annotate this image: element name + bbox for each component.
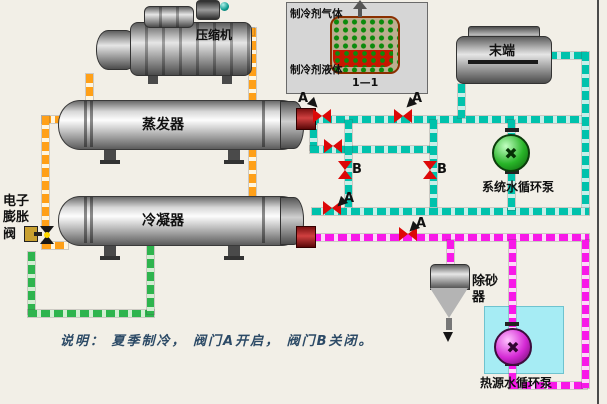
- evaporator-flange-ring: [90, 101, 93, 147]
- valve-b-2-icon: [423, 161, 437, 179]
- valve-tag-a5: A: [416, 216, 427, 231]
- expansion-valve-indicator-icon: [44, 232, 50, 238]
- evaporator-flange-ring: [262, 101, 265, 147]
- sand-remover-cone: [430, 288, 468, 318]
- valve-tag-a2: A: [412, 91, 423, 106]
- pipe-green-condenser-riser: [147, 246, 154, 314]
- pipe-hot-water-main: [312, 234, 589, 241]
- inset-gas-label: 制冷剂气体: [290, 8, 343, 20]
- condenser-label: 冷凝器: [142, 213, 184, 229]
- valve-a-4-icon: [323, 201, 341, 215]
- sand-remover-label: 除砂器: [472, 274, 499, 306]
- condenser-foot: [224, 256, 244, 260]
- inset-section-label: 1—1: [352, 76, 379, 89]
- expansion-valve-label: 电子膨胀阀: [3, 194, 30, 242]
- pipe-refrigerant-to-condenser: [249, 148, 256, 196]
- valve-b-1-icon: [338, 161, 352, 179]
- condenser-flange-ring: [262, 197, 265, 243]
- compressor-label: 压缩机: [196, 28, 233, 42]
- valve-a-5-icon: [399, 227, 417, 241]
- sand-remover-drain-stub: [446, 318, 452, 330]
- pipe-hot-water-bottom: [509, 382, 587, 389]
- valve-tag-a4: A: [344, 191, 355, 206]
- sand-remover-drain-arrow-icon: [443, 332, 453, 342]
- right-edge-line: [597, 0, 599, 404]
- terminal-slot: [468, 60, 538, 64]
- expansion-valve-stem: [34, 232, 42, 236]
- evaporator-foot: [224, 160, 244, 164]
- pipe-terminal-right-stub: [548, 52, 586, 59]
- pipe-green-left-vertical: [28, 252, 35, 314]
- evaporator-label: 蒸发器: [142, 117, 184, 133]
- pipe-refrigerant-liquid-line: [42, 116, 49, 228]
- pipe-chilled-secondary: [310, 146, 436, 153]
- heat-source-pump-label: 热源水循环泵: [479, 376, 552, 390]
- system-pump-icon: ✖: [492, 134, 530, 172]
- valve-a-2-icon: [394, 109, 412, 123]
- sand-remover-body: [430, 264, 470, 290]
- condenser-foot: [100, 256, 120, 260]
- compressor-top-cylinder: [144, 6, 194, 28]
- pipe-heat-pump-inlet: [509, 240, 516, 332]
- compressor-foot-right: [222, 74, 232, 84]
- inset-arrow-stem: [358, 8, 362, 17]
- evaporator-flange-ring: [84, 101, 87, 147]
- terminal-label: 末端: [489, 44, 516, 59]
- valve-tag-b2: B: [437, 162, 447, 177]
- pipe-green-bottom-horizontal: [28, 310, 154, 317]
- condenser-nozzle: [296, 226, 316, 248]
- pipe-refrigerant-evaporator-inlet: [42, 116, 66, 123]
- pipe-chilled-jog: [310, 116, 317, 150]
- pipe-heat-pump-outlet: [509, 360, 516, 388]
- compressor-cap: [196, 0, 220, 20]
- system-pump-flange-bottom: [505, 170, 519, 174]
- evaporator-leg: [104, 148, 116, 160]
- pipe-refrigerant-compressor-discharge: [249, 28, 256, 100]
- pipe-terminal-left-drop: [458, 84, 465, 118]
- pipe-terminal-right-drop: [582, 52, 589, 214]
- valve-a-1-icon: [313, 109, 331, 123]
- condenser-flange-ring: [90, 197, 93, 243]
- pipe-chilled-return-main: [312, 208, 589, 215]
- condenser-leg: [228, 244, 240, 256]
- compressor-body: [130, 22, 252, 76]
- inset-liquid-zone: [333, 50, 393, 67]
- condenser-leg: [104, 244, 116, 256]
- valve-tag-a1: A: [298, 91, 309, 106]
- heat-source-pump-icon: ✖: [494, 328, 532, 366]
- pipe-chilled-supply-main: [310, 116, 588, 123]
- inset-liquid-label: 制冷剂液体: [290, 64, 343, 76]
- evaporator-foot: [100, 160, 120, 164]
- pipe-sand-remover-drop: [447, 240, 454, 266]
- valve-a-3-icon: [324, 139, 342, 153]
- system-pump-label: 系统水循环泵: [481, 180, 554, 194]
- legend-note: 说明： 夏季制冷， 阀门A开启， 阀门B关闭。: [60, 334, 374, 349]
- inset-up-arrow-icon: [353, 0, 367, 9]
- pump-blade-icon: ✖: [504, 143, 518, 163]
- pipe-hot-water-right-riser: [582, 240, 589, 388]
- system-pump-flange-top: [505, 128, 519, 132]
- compressor-valve-ball-icon: [220, 2, 229, 11]
- pipe-refrigerant-suction: [86, 74, 93, 102]
- evaporator-leg: [228, 148, 240, 160]
- pipe-refrigerant-condenser-outlet: [42, 242, 68, 249]
- compressor-foot-left: [148, 74, 158, 84]
- valve-tag-b1: B: [352, 162, 362, 177]
- pump-blade-icon: ✖: [506, 337, 520, 357]
- heat-pump-flange-top: [505, 322, 519, 326]
- condenser-flange-ring: [84, 197, 87, 243]
